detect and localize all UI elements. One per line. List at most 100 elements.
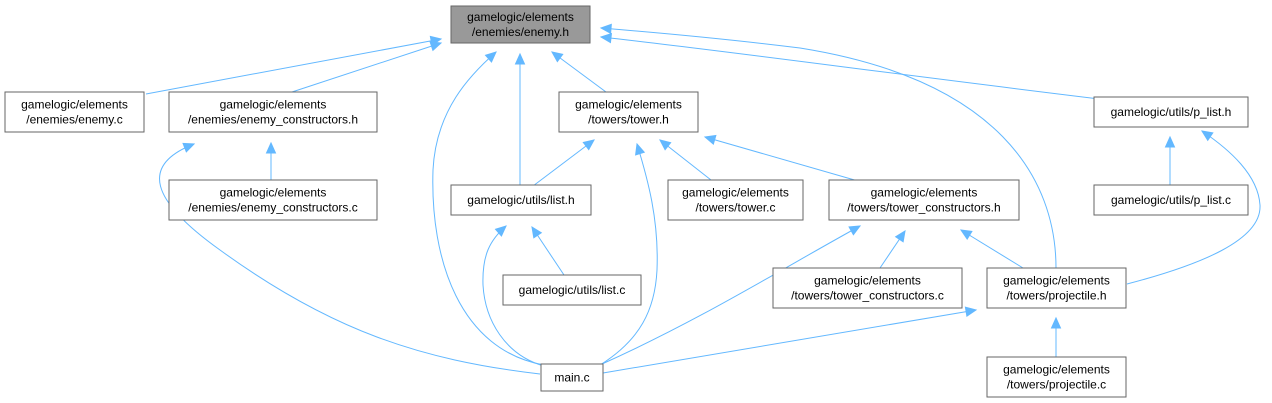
- node-label-line: /towers/projectile.h: [1006, 289, 1106, 303]
- edge-line: [600, 36, 1117, 102]
- node-box: [168, 179, 378, 221]
- edge-projectile_h-to-tower_constructors_h: [959, 229, 1024, 269]
- edge-enemy_c-to-enemy_h: [145, 35, 443, 95]
- edge-main_c-to-list_h: [482, 225, 545, 367]
- edge-tower_constructors_c-to-tower_constructors_h: [879, 229, 906, 269]
- edge-main_c-to-tower_h: [599, 142, 658, 366]
- node-tower-c[interactable]: gamelogic/elements/towers/tower.c: [667, 179, 804, 221]
- node-label-line: gamelogic/elements: [21, 98, 128, 112]
- node-p-list-c[interactable]: gamelogic/utils/p_list.c: [1093, 184, 1249, 216]
- node-label-line: gamelogic/elements: [220, 98, 327, 112]
- edge-list_h-to-tower_h: [532, 139, 595, 187]
- edge-list_c-to-list_h: [531, 225, 565, 276]
- edges-layer: [145, 23, 1261, 375]
- node-tower-constructors-c[interactable]: gamelogic/elements/towers/tower_construc…: [772, 267, 963, 309]
- edge-arrowhead: [551, 51, 564, 63]
- node-label-line: gamelogic/utils/list.c: [519, 283, 626, 297]
- node-enemy-h[interactable]: gamelogic/elements/enemies/enemy.h: [450, 5, 591, 44]
- node-label-line: gamelogic/elements: [871, 186, 978, 200]
- node-box: [540, 363, 604, 392]
- edge-arrowhead: [848, 225, 862, 236]
- node-box: [986, 356, 1127, 398]
- edge-line: [659, 139, 712, 181]
- node-label-line: gamelogic/utils/list.h: [467, 193, 574, 207]
- node-label-line: gamelogic/elements: [1003, 363, 1110, 377]
- edge-arrowhead: [182, 142, 196, 153]
- node-box: [772, 267, 963, 309]
- edge-arrowhead: [599, 23, 612, 35]
- node-label-line: gamelogic/elements: [682, 186, 789, 200]
- edge-line: [159, 143, 541, 375]
- node-label-line: gamelogic/utils/p_list.h: [1111, 105, 1232, 119]
- edge-arrowhead: [582, 139, 595, 151]
- edge-arrowhead: [659, 139, 672, 151]
- edge-line: [551, 51, 607, 93]
- edge-line: [482, 225, 545, 367]
- edge-enemy_constructors_h-to-enemy_h: [291, 41, 443, 93]
- node-label-line: /enemies/enemy.c: [26, 113, 123, 127]
- node-main-c[interactable]: main.c: [540, 363, 604, 392]
- edge-arrowhead: [894, 229, 906, 243]
- edge-line: [145, 38, 442, 95]
- node-box: [168, 91, 378, 133]
- node-enemy-c[interactable]: gamelogic/elements/enemies/enemy.c: [4, 91, 145, 133]
- edge-arrowhead: [703, 134, 717, 145]
- node-box: [450, 5, 591, 44]
- edge-line: [600, 27, 1057, 269]
- node-p-list-h[interactable]: gamelogic/utils/p_list.h: [1093, 96, 1249, 128]
- node-box: [1093, 96, 1249, 128]
- node-list-h[interactable]: gamelogic/utils/list.h: [450, 184, 592, 216]
- edge-line: [1126, 130, 1261, 285]
- edge-arrowhead: [1050, 316, 1062, 329]
- node-box: [828, 179, 1020, 221]
- node-projectile-c[interactable]: gamelogic/elements/towers/projectile.c: [986, 356, 1127, 398]
- edge-line: [432, 51, 545, 366]
- node-box: [986, 267, 1127, 309]
- edge-p_list_c-to-p_list_h: [1164, 135, 1176, 185]
- edge-arrowhead: [964, 306, 978, 317]
- edge-arrowhead: [1200, 130, 1214, 142]
- edge-main_c-to-enemy_h: [432, 51, 545, 366]
- node-label-line: /enemies/enemy_constructors.h: [188, 113, 358, 127]
- node-tower-constructors-h[interactable]: gamelogic/elements/towers/tower_construc…: [828, 179, 1020, 221]
- node-box: [4, 91, 145, 133]
- edge-tower_h-to-enemy_h: [551, 51, 607, 93]
- edge-arrowhead: [429, 41, 443, 52]
- edge-line: [291, 42, 442, 93]
- node-label-line: gamelogic/utils/p_list.c: [1111, 193, 1231, 207]
- edge-projectile_h-to-enemy_h: [599, 23, 1057, 269]
- node-label-line: gamelogic/elements: [814, 274, 921, 288]
- node-label-line: /towers/tower_constructors.c: [791, 289, 944, 303]
- edge-list_h-to-enemy_h: [514, 52, 526, 185]
- edge-tower_c-to-tower_h: [659, 139, 712, 181]
- node-label-line: /enemies/enemy.h: [472, 25, 569, 39]
- node-label-line: gamelogic/elements: [467, 10, 574, 24]
- node-label-line: gamelogic/elements: [1003, 274, 1110, 288]
- edge-arrowhead: [599, 32, 613, 44]
- node-label-line: main.c: [554, 371, 589, 385]
- edge-line: [602, 309, 977, 374]
- edge-arrowhead: [494, 225, 507, 237]
- node-box: [502, 274, 642, 306]
- edge-arrowhead: [1164, 135, 1176, 148]
- node-label-line: gamelogic/elements: [220, 186, 327, 200]
- node-label-line: /towers/tower.h: [588, 113, 669, 127]
- edge-arrowhead: [959, 229, 973, 240]
- node-tower-h[interactable]: gamelogic/elements/towers/tower.h: [558, 91, 699, 133]
- edge-arrowhead: [635, 142, 646, 156]
- node-enemy-constructors-c[interactable]: gamelogic/elements/enemies/enemy_constru…: [168, 179, 378, 221]
- edge-arrowhead: [531, 225, 543, 239]
- node-enemy-constructors-h[interactable]: gamelogic/elements/enemies/enemy_constru…: [168, 91, 378, 133]
- edge-projectile_c-to-projectile_h: [1050, 316, 1062, 357]
- node-projectile-h[interactable]: gamelogic/elements/towers/projectile.h: [986, 267, 1127, 309]
- edge-line: [704, 136, 859, 182]
- edge-arrowhead: [514, 52, 526, 65]
- node-list-c[interactable]: gamelogic/utils/list.c: [502, 274, 642, 306]
- edge-line: [601, 225, 861, 365]
- node-box: [450, 184, 592, 216]
- node-box: [667, 179, 804, 221]
- node-box: [1093, 184, 1249, 216]
- node-label-line: gamelogic/elements: [575, 98, 682, 112]
- edge-main_c-to-enemy_constructors_h: [159, 142, 541, 375]
